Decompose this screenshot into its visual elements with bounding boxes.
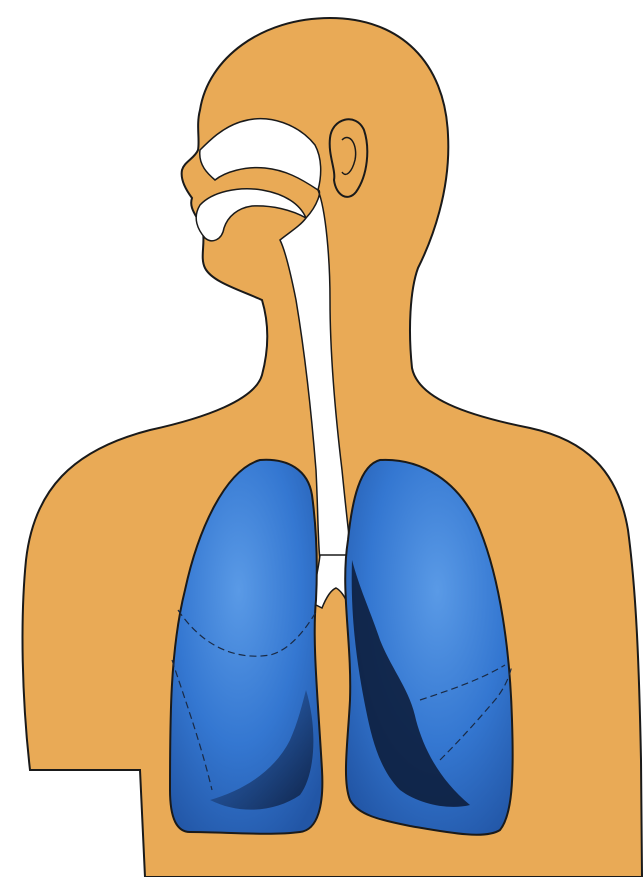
respiratory-system-diagram [0, 0, 643, 877]
